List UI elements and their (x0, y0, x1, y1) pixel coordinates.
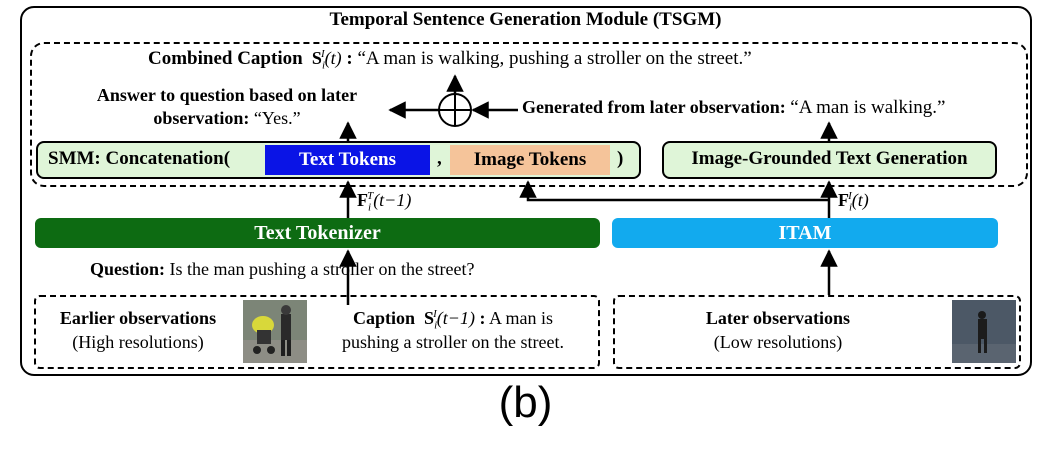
itg-box (662, 141, 997, 179)
text-tokens: Text Tokens (265, 145, 430, 175)
earlier-scene-figure (243, 300, 307, 363)
earlier-caption-line2: pushing a stroller on the street. (342, 332, 564, 352)
earlier-caption-text1: A man is (488, 308, 553, 328)
tsgm-module-frame (20, 6, 1032, 376)
generated-caption: Generated from later observation: “A man… (522, 97, 945, 119)
smm-label: SMM: Concatenation( (48, 148, 231, 169)
generated-label: Generated from later observation: (522, 97, 786, 117)
answer-line2: observation: “Yes.” (72, 108, 382, 129)
later-scene-figure (952, 300, 1016, 363)
earlier-subtitle: (High resolutions) (72, 332, 204, 352)
answer-text: “Yes.” (253, 108, 301, 128)
panel-label: (b) (498, 378, 553, 427)
image-tokens: Image Tokens (450, 145, 610, 175)
module-title: Temporal Sentence Generation Module (TSG… (329, 9, 722, 30)
image-feature-label: FiI(t) (838, 190, 869, 214)
combined-caption: Combined Caption SiI(t) : “A man is walk… (148, 48, 752, 72)
later-title: Later observations (705, 308, 851, 328)
earlier-observations-box (34, 295, 600, 369)
later-observations-box (613, 295, 1021, 369)
answer-label: observation: (153, 108, 250, 128)
earlier-caption-line1: Caption SiI(t−1) : A man is (353, 308, 553, 332)
smm-comma: , (437, 148, 442, 169)
text-tokenizer-bar: Text Tokenizer (35, 218, 600, 248)
generated-text: “A man is walking.” (790, 97, 946, 118)
combined-caption-label: Combined Caption (148, 48, 303, 69)
later-frame-image (952, 300, 1016, 363)
question: Question: Is the man pushing a stroller … (90, 259, 474, 280)
earlier-frame-image (243, 300, 307, 363)
combined-caption-colon: : (346, 48, 353, 69)
itg-label: Image-Grounded Text Generation (691, 148, 968, 169)
earlier-caption-label: Caption (353, 308, 416, 328)
combined-caption-text: “A man is walking, pushing a stroller on… (357, 48, 752, 69)
answer-line1: Answer to question based on later (96, 85, 358, 105)
earlier-title: Earlier observations (59, 308, 217, 328)
itam-bar: ITAM (612, 218, 998, 248)
smm-close: ) (617, 148, 624, 169)
later-subtitle: (Low resolutions) (713, 332, 843, 352)
question-label: Question: (90, 259, 166, 279)
question-text: Is the man pushing a stroller on the str… (169, 259, 475, 279)
combined-caption-symbol: SiI(t) (311, 48, 342, 72)
arrow-itam-to-image-tokens (519, 180, 829, 202)
text-feature-label: FiT(t−1) (357, 190, 412, 214)
